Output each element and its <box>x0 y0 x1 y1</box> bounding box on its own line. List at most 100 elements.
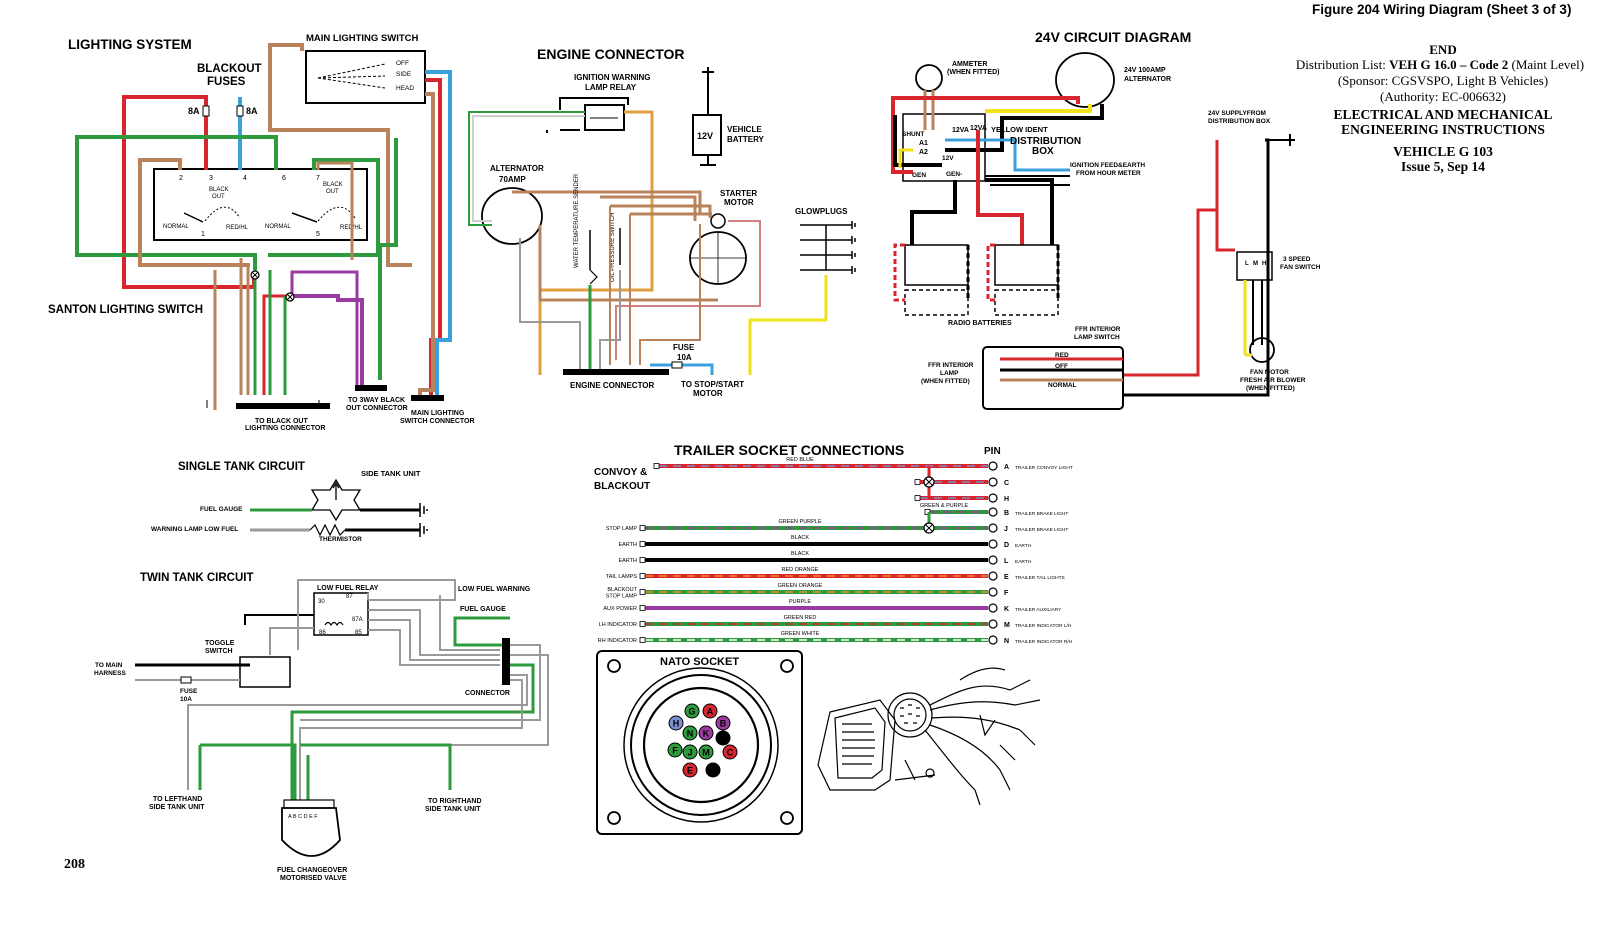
svg-text:12V: 12V <box>942 155 954 162</box>
trailer-wire-colour: GREEN WHITE <box>781 631 820 637</box>
trailer-pin-terminal <box>988 507 998 517</box>
svg-text:RED/HL: RED/HL <box>226 225 249 231</box>
distribution-list: Distribution List: VEH G 16.0 – Code 2 (… <box>1295 57 1585 72</box>
svg-text:A2: A2 <box>919 149 928 156</box>
trailer-circuit-label: BLACKOUT <box>607 587 637 593</box>
switch-head-label: HEAD <box>396 85 414 92</box>
svg-text:LAMP: LAMP <box>940 370 959 377</box>
connector-illustration <box>817 667 1041 806</box>
nato-pin-label: F <box>672 746 678 756</box>
svg-text:WATER TEMPERATURE SENDER: WATER TEMPERATURE SENDER <box>574 173 580 268</box>
svg-text:BLACK: BLACK <box>209 187 229 193</box>
trailer-wire-end <box>639 589 646 595</box>
svg-text:3: 3 <box>209 175 213 182</box>
nato-pin-label: E <box>687 766 693 776</box>
fan-switch <box>1236 251 1273 281</box>
fuse-right-rating: 8A <box>246 106 258 116</box>
svg-text:FROM HOUR METER: FROM HOUR METER <box>1076 170 1141 177</box>
trailer-pin-label: D <box>1004 542 1009 549</box>
sponsor-line: (Sponsor: CGSVSPO, Light B Vehicles) <box>1337 73 1549 88</box>
figure-title: Figure 204 Wiring Diagram (Sheet 3 of 3) <box>1312 2 1572 17</box>
trailer-wire-end <box>653 463 660 469</box>
nato-pin-d <box>705 762 721 778</box>
svg-text:3 SPEED: 3 SPEED <box>1283 256 1311 263</box>
svg-text:AMMETER: AMMETER <box>952 61 987 68</box>
svg-text:GLOWPLUGS: GLOWPLUGS <box>795 207 848 216</box>
svg-text:BATTERY: BATTERY <box>727 135 765 144</box>
svg-text:GEN: GEN <box>912 172 926 179</box>
svg-text:SHUNT: SHUNT <box>902 131 924 138</box>
svg-text:LIGHTING CONNECTOR: LIGHTING CONNECTOR <box>245 425 325 432</box>
svg-text:FUEL CHANGEOVER: FUEL CHANGEOVER <box>277 867 347 874</box>
svg-text:TO RIGHTHAND: TO RIGHTHAND <box>428 798 482 805</box>
trailer-circuit-label: STOP LAMP <box>606 526 638 532</box>
trailer-pin-label: A <box>1004 464 1009 471</box>
svg-text:IGNITION WARNING: IGNITION WARNING <box>574 73 650 82</box>
trailer-wire-end <box>914 479 921 485</box>
svg-text:6: 6 <box>282 175 286 182</box>
svg-text:LOW FUEL RELAY: LOW FUEL RELAY <box>317 585 379 592</box>
svg-text:DISTRIBUTION: DISTRIBUTION <box>1010 136 1081 147</box>
trailer-pin-label: F <box>1004 590 1009 597</box>
nato-pin-label: M <box>702 748 710 758</box>
ammeter <box>915 64 943 92</box>
trailer-pin-desc: EARTH <box>1015 543 1032 549</box>
trailer-wire-end <box>639 605 646 611</box>
svg-text:24V 100AMP: 24V 100AMP <box>1124 67 1166 74</box>
end-label: END <box>1429 42 1457 57</box>
svg-text:H: H <box>1262 261 1266 267</box>
trailer-wire-end <box>639 525 646 531</box>
svg-text:MOTOR: MOTOR <box>724 198 754 207</box>
svg-text:FUEL GAUGE: FUEL GAUGE <box>200 506 243 513</box>
trailer-pin-terminal <box>988 603 998 613</box>
trailer-pin-desc: TRAILER BRAKE LIGHT <box>1015 511 1068 517</box>
svg-text:NORMAL: NORMAL <box>163 224 189 230</box>
trailer-circuit-label: EARTH <box>618 558 637 564</box>
trailer-circuit-label: EARTH <box>618 542 637 548</box>
svg-text:FUSE: FUSE <box>180 688 198 695</box>
svg-text:MOTORISED VALVE: MOTORISED VALVE <box>280 875 347 882</box>
trailer-pin-terminal <box>988 539 998 549</box>
svg-text:ALTERNATOR: ALTERNATOR <box>1124 76 1171 83</box>
nato-pin-f <box>667 742 683 758</box>
svg-text:5: 5 <box>316 231 320 238</box>
nato-pin-label: H <box>673 719 680 729</box>
issue-label: Issue 5, Sep 14 <box>1400 159 1486 174</box>
trailer-pin-label: M <box>1004 622 1010 629</box>
svg-text:30: 30 <box>318 599 325 605</box>
svg-text:TO STOP/START: TO STOP/START <box>681 380 744 389</box>
main-switch-connector <box>411 395 444 401</box>
svg-text:OIL PRESSURE SWITCH: OIL PRESSURE SWITCH <box>610 213 616 282</box>
trailer-wire-colour: PURPLE <box>789 599 811 605</box>
nato-pin-label: B <box>720 719 727 729</box>
svg-text:TO 3WAY BLACK: TO 3WAY BLACK <box>348 397 405 404</box>
svg-text:OUT: OUT <box>326 189 339 195</box>
main-switch-title: MAIN LIGHTING SWITCH <box>306 33 419 44</box>
svg-text:CONNECTOR: CONNECTOR <box>465 690 510 697</box>
nato-pin-label: K <box>703 729 710 739</box>
ffr-lamp-switch <box>982 346 1124 410</box>
nato-pin-h <box>668 715 684 731</box>
toggle-switch <box>239 656 291 688</box>
svg-text:YELLOW IDENT: YELLOW IDENT <box>991 125 1048 134</box>
lighting-title: LIGHTING SYSTEM <box>68 37 192 52</box>
trailer-pin-label: N <box>1004 638 1009 645</box>
svg-text:SWITCH CONNECTOR: SWITCH CONNECTOR <box>400 418 475 425</box>
pin-header: PIN <box>984 446 1001 457</box>
trailer-wire-colour: GREEN & PURPLE <box>920 503 969 509</box>
trailer-pin-desc: EARTH <box>1015 559 1032 565</box>
page-number: 208 <box>64 857 85 872</box>
trailer-title: TRAILER SOCKET CONNECTIONS <box>674 442 904 458</box>
nato-pin-label: A <box>707 707 714 717</box>
svg-text:ENGINE CONNECTOR: ENGINE CONNECTOR <box>570 381 655 390</box>
trailer-circuit-label: LH INDICATOR <box>599 622 637 628</box>
circuit-24v-title: 24V CIRCUIT DIAGRAM <box>1035 29 1191 45</box>
svg-text:(WHEN FITTED): (WHEN FITTED) <box>1246 385 1295 392</box>
svg-text:87: 87 <box>346 594 353 600</box>
nato-pin-c <box>722 744 738 760</box>
svg-text:FUEL GAUGE: FUEL GAUGE <box>460 606 506 613</box>
svg-text:(WHEN FITTED): (WHEN FITTED) <box>921 378 970 385</box>
blackout-fuses-label: BLACKOUT <box>197 63 262 75</box>
svg-text:2: 2 <box>179 175 183 182</box>
